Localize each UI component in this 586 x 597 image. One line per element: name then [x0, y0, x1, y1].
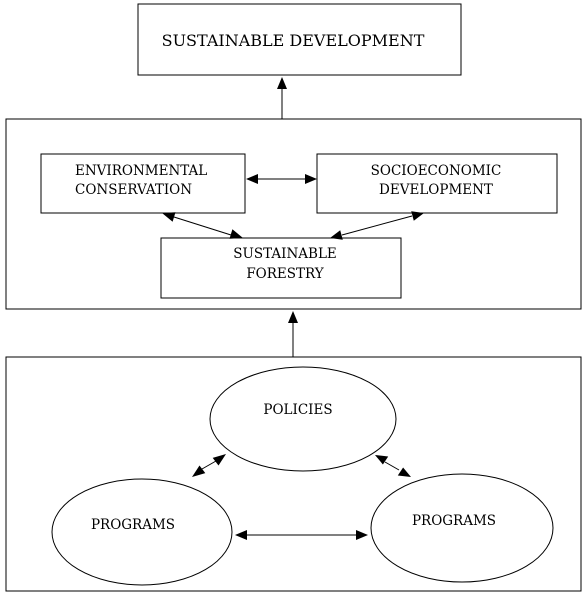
arrow-middle-to-top [277, 77, 287, 119]
arrow-policies-programs-left-head-bottom [192, 465, 206, 477]
arrow-policies-programs-right [375, 455, 411, 477]
arrow-socio-forestry-shaft [341, 215, 413, 236]
environmental-conservation-label-line2: CONSERVATION [75, 182, 192, 198]
arrow-policies-programs-right-head-top [375, 455, 389, 465]
arrow-socio-forestry [330, 211, 424, 240]
programs-right-label: PROGRAMS [412, 513, 496, 529]
arrow-env-forestry-shaft [173, 216, 232, 236]
arrow-socio-forestry-head-bottom [330, 230, 343, 240]
arrow-policies-programs-right-shaft [384, 461, 400, 471]
arrow-env-socio-head-right [305, 174, 317, 184]
arrow-policies-programs-left [192, 454, 226, 477]
sustainable-development-node: SUSTAINABLE DEVELOPMENT [137, 3, 462, 76]
sustainable-forestry-label-line2: FORESTRY [246, 266, 324, 282]
arrow-programs-left-right-head-left [235, 530, 247, 540]
arrow-middle-to-top-head [277, 77, 287, 89]
arrow-policies-programs-left-shaft [201, 460, 217, 470]
arrow-env-forestry [162, 212, 243, 239]
policies-ellipse [209, 366, 397, 472]
arrow-env-forestry-head-top [162, 212, 176, 222]
arrow-env-forestry-head-bottom [229, 229, 243, 239]
programs-left-node: PROGRAMS [51, 478, 233, 586]
socioeconomic-development-label-line1: SOCIOECONOMIC [371, 163, 502, 179]
programs-left-ellipse [51, 478, 233, 586]
sustainable-forestry-node: SUSTAINABLE FORESTRY [160, 237, 402, 299]
socioeconomic-development-label-line2: DEVELOPMENT [379, 182, 493, 198]
environmental-conservation-node: ENVIRONMENTAL CONSERVATION [40, 153, 246, 214]
arrow-socio-forestry-head-top [411, 211, 424, 221]
arrow-policies-programs-right-head-bottom [397, 467, 411, 477]
sustainable-forestry-label-line1: SUSTAINABLE [233, 246, 337, 262]
programs-left-label: PROGRAMS [91, 517, 175, 533]
programs-right-node: PROGRAMS [370, 473, 554, 583]
sustainable-development-label: SUSTAINABLE DEVELOPMENT [162, 31, 425, 50]
arrow-programs-left-right [235, 530, 368, 540]
socioeconomic-development-node: SOCIOECONOMIC DEVELOPMENT [316, 153, 558, 214]
arrow-bottom-to-middle-head [288, 311, 298, 323]
socioeconomic-development-box [316, 153, 558, 214]
sustainable-development-box [137, 3, 462, 76]
programs-right-ellipse [370, 473, 554, 583]
arrow-programs-left-right-head-right [356, 530, 368, 540]
policies-node: POLICIES [209, 366, 397, 472]
policies-label: POLICIES [263, 402, 332, 418]
sustainable-forestry-box [160, 237, 402, 299]
arrow-env-socio [246, 174, 317, 184]
environmental-conservation-label-line1: ENVIRONMENTAL [75, 163, 207, 179]
arrow-bottom-to-middle [288, 311, 298, 357]
arrow-env-socio-head-left [246, 174, 258, 184]
environmental-conservation-box [40, 153, 246, 214]
arrow-policies-programs-left-head-top [212, 454, 226, 466]
